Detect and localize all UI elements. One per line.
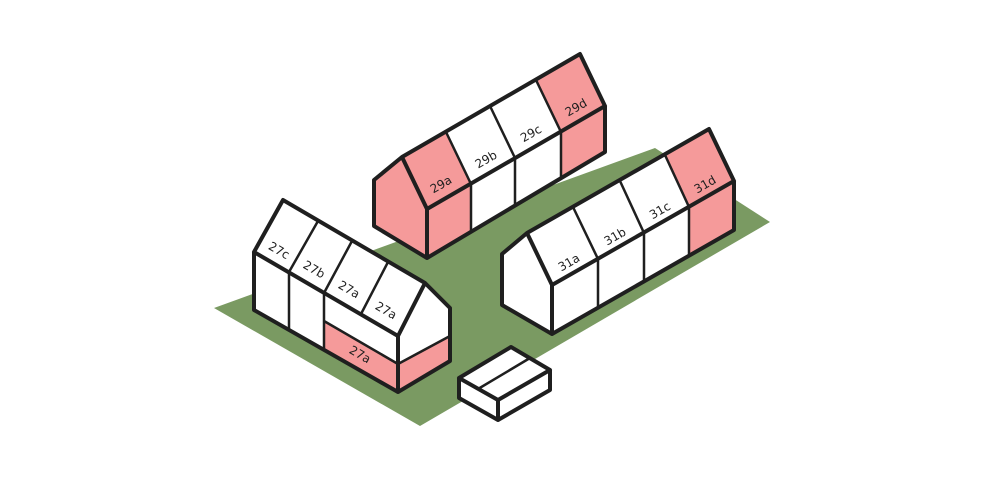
building-31 [500, 127, 736, 336]
shed-outline [457, 345, 552, 422]
shed-front-left [459, 378, 498, 420]
building-27-roof [254, 200, 425, 336]
unit-29a-wall [427, 184, 471, 258]
building-31-outline [500, 127, 736, 336]
shed-front-right [498, 370, 550, 420]
building-31-gable [502, 233, 552, 334]
shed-ridge [476, 356, 532, 391]
shed [457, 345, 552, 422]
unit-27a-ground-front [324, 321, 398, 392]
unit-29d-wall [561, 106, 605, 178]
building-27-outline [252, 198, 452, 394]
building-29-outline [372, 52, 607, 260]
unit-27a-ground-gable [398, 336, 450, 392]
unit-31d-wall [689, 181, 734, 256]
building-27 [252, 198, 452, 394]
building-29 [372, 52, 607, 260]
